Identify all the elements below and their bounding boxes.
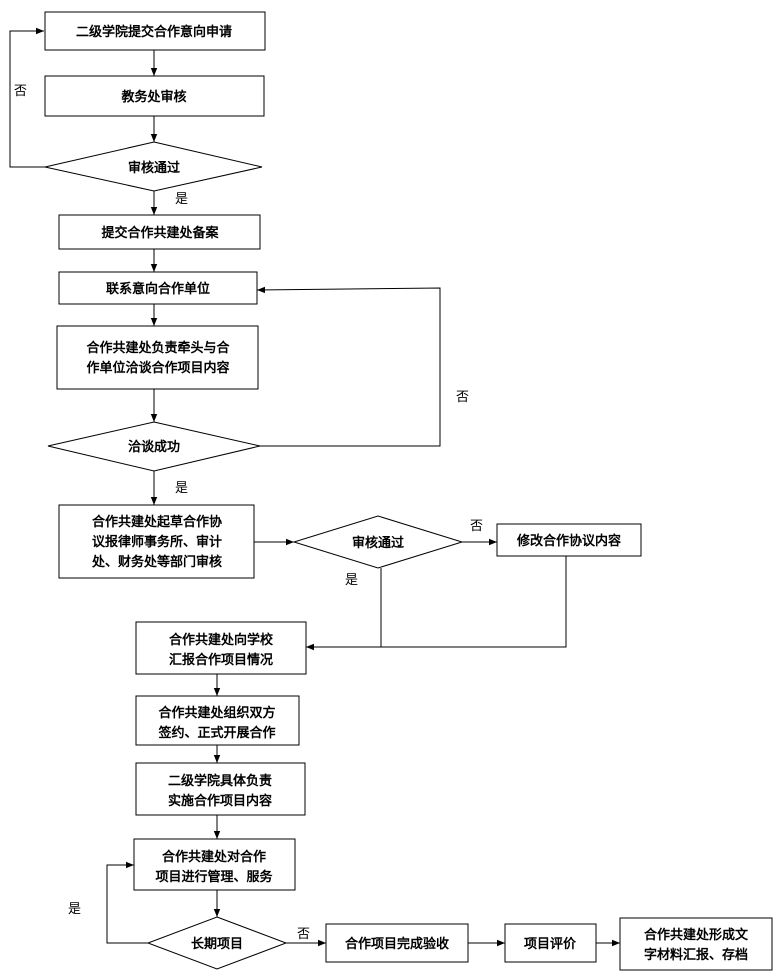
label-archive-report-line2: 字材料汇报、存档: [644, 947, 748, 963]
label-long-term-project: 长期项目: [191, 936, 243, 952]
edge-label-d1-no: 否: [14, 84, 27, 99]
edges: [9, 27, 620, 947]
node-academic-review: [44, 75, 265, 117]
edge-label-d2-no: 否: [456, 390, 469, 405]
nodes: [44, 11, 773, 971]
edge-labels: 否 是 否 是 否 是 是 否: [14, 84, 483, 942]
label-archive-report-line1: 合作共建处形成文: [644, 927, 749, 943]
label-negotiation-success: 洽谈成功: [128, 439, 180, 455]
edge-label-d3-no: 否: [470, 519, 483, 534]
label-implement-project-line2: 实施合作项目内容: [168, 793, 272, 809]
node-project-evaluation: [504, 923, 597, 963]
label-draft-agreement-line2: 议报律师事务所、审计: [92, 534, 222, 550]
label-manage-project-line2: 项目进行管理、服务: [155, 869, 273, 885]
node-project-acceptance: [325, 923, 469, 963]
node-draft-agreement: [58, 504, 255, 579]
node-submit-application: [44, 11, 266, 51]
edge-d1-n1-no: [9, 27, 45, 168]
edge-label-d4-yes: 是: [68, 902, 81, 917]
edge-label-d4-no: 否: [297, 927, 310, 942]
decision-review-approved-2: [292, 515, 464, 569]
label-contact-partner: 联系意向合作单位: [106, 281, 210, 297]
decision-negotiation-success: [47, 421, 261, 472]
label-project-acceptance: 合作项目完成验收: [345, 936, 450, 952]
label-negotiate-content-line2: 作单位洽谈合作项目内容: [86, 360, 229, 376]
node-contact-partner: [58, 271, 258, 305]
label-manage-project-line1: 合作共建处对合作: [162, 849, 266, 865]
label-review-approved-1: 审核通过: [128, 160, 180, 176]
label-draft-agreement-line1: 合作共建处起草合作协: [92, 514, 222, 530]
edge-d4-n11-yes: [106, 861, 150, 944]
label-negotiate-content-line1: 合作共建处负责牵头与合: [86, 340, 230, 356]
label-report-to-school-line1: 合作共建处向学校: [169, 632, 274, 648]
node-archive-report: [619, 917, 773, 971]
label-report-to-school-line2: 汇报合作项目情况: [169, 652, 273, 668]
node-revise-agreement: [496, 523, 642, 557]
label-draft-agreement-line3: 处、财务处等部门审核: [91, 554, 222, 570]
label-academic-review: 教务处审核: [120, 89, 186, 105]
edge-n7-n8: [306, 556, 567, 651]
decision-long-term-project: [146, 916, 288, 970]
edge-d2-n4-no: [256, 286, 441, 447]
label-organize-signing-line1: 合作共建处组织双方: [158, 705, 275, 721]
label-project-evaluation: 项目评价: [524, 937, 577, 952]
node-organize-signing: [135, 695, 300, 746]
edge-label-d1-yes: 是: [175, 192, 188, 207]
edge-label-d2-yes: 是: [175, 481, 188, 496]
label-review-approved-2: 审核通过: [352, 535, 404, 551]
label-submit-filing: 提交合作共建处备案: [101, 225, 219, 241]
label-organize-signing-line2: 签约、正式开展合作: [157, 725, 275, 741]
decision-review-approved-1: [44, 141, 263, 192]
node-report-to-school: [135, 621, 307, 675]
node-submit-filing: [58, 214, 261, 250]
label-submit-application: 二级学院提交合作意向申请: [76, 24, 232, 40]
node-implement-project: [135, 762, 306, 816]
label-revise-agreement: 修改合作协议内容: [516, 533, 621, 549]
node-manage-project: [133, 838, 296, 891]
node-labels: 二级学院提交合作意向申请 教务处审核 审核通过 提交合作共建处备案 联系意向合作…: [76, 24, 749, 963]
node-negotiate-content: [56, 325, 259, 390]
edge-label-d3-yes: 是: [345, 573, 358, 588]
label-implement-project-line1: 二级学院具体负责: [168, 773, 272, 789]
